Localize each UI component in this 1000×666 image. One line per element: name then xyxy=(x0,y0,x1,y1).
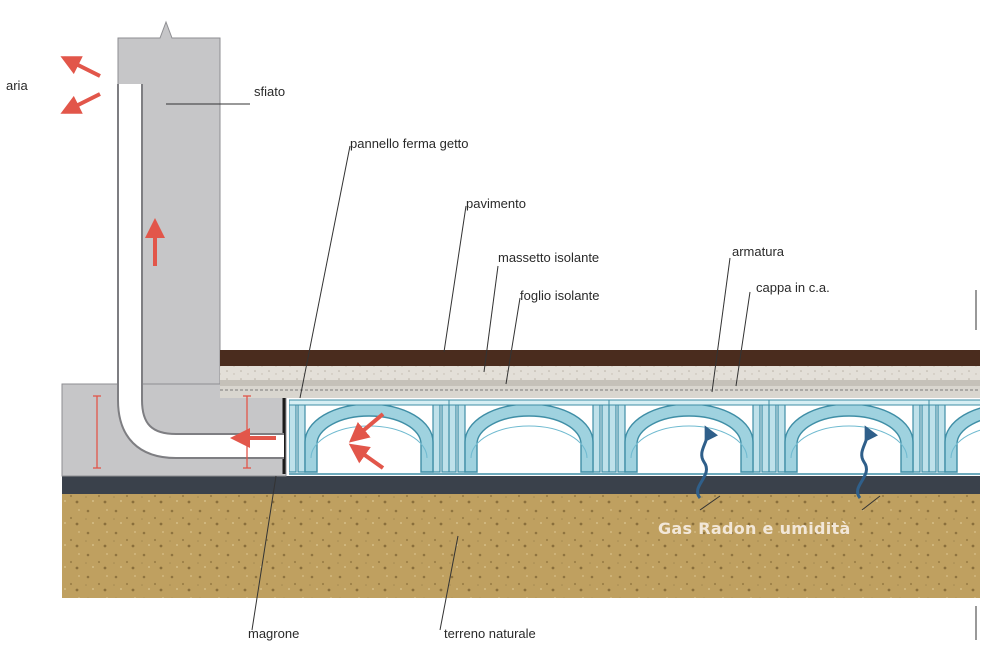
label-pannello-ferma-getto: pannello ferma getto xyxy=(350,136,469,151)
flow-arrow-icon xyxy=(145,218,385,470)
magrone-layer xyxy=(62,476,980,494)
armatura-layer xyxy=(220,386,980,398)
label-terreno-naturale: terreno naturale xyxy=(444,626,536,641)
dimension-marks xyxy=(93,395,251,469)
igloo-modules xyxy=(289,398,980,474)
label-cappa: cappa in c.a. xyxy=(756,280,830,295)
pavimento-layer xyxy=(220,350,980,366)
label-foglio-isolante: foglio isolante xyxy=(520,288,600,303)
label-massetto-isolante: massetto isolante xyxy=(498,250,600,265)
label-magrone: magrone xyxy=(248,626,300,641)
foglio-isolante-layer xyxy=(220,380,980,386)
label-armatura: armatura xyxy=(732,244,785,259)
label-sfiato: sfiato xyxy=(254,84,286,99)
label-aria: aria xyxy=(6,78,28,93)
label-gas-radon: Gas Radon e umidità xyxy=(658,519,851,538)
air-arrow-icon xyxy=(60,56,101,114)
soil-layer xyxy=(62,494,980,598)
massetto-layer xyxy=(220,366,980,380)
leader-lines xyxy=(166,103,977,640)
radon-wave-arrow-icon xyxy=(696,425,879,499)
label-pavimento: pavimento xyxy=(466,196,526,211)
